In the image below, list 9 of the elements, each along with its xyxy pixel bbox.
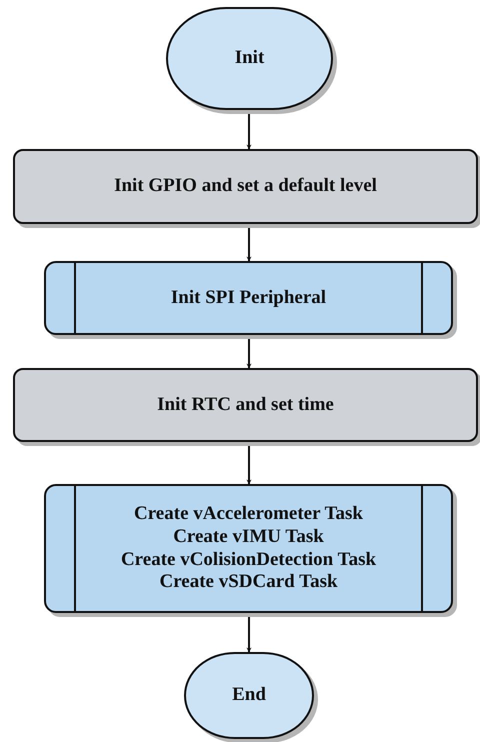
node-label: Create vSDCard Task	[158, 571, 339, 594]
node-label: Init RTC and set time	[156, 394, 335, 416]
node-label: Create vColisionDetection Task	[120, 548, 378, 572]
node-label: Create vAccelerometer Task	[133, 502, 364, 526]
node-label: End	[231, 684, 267, 707]
node-label: Create vIMU Task	[172, 526, 325, 548]
node-label: Init	[234, 47, 266, 70]
node-label: Init GPIO and set a default level	[113, 175, 378, 198]
node-label: Init SPI Peripheral	[170, 286, 328, 310]
